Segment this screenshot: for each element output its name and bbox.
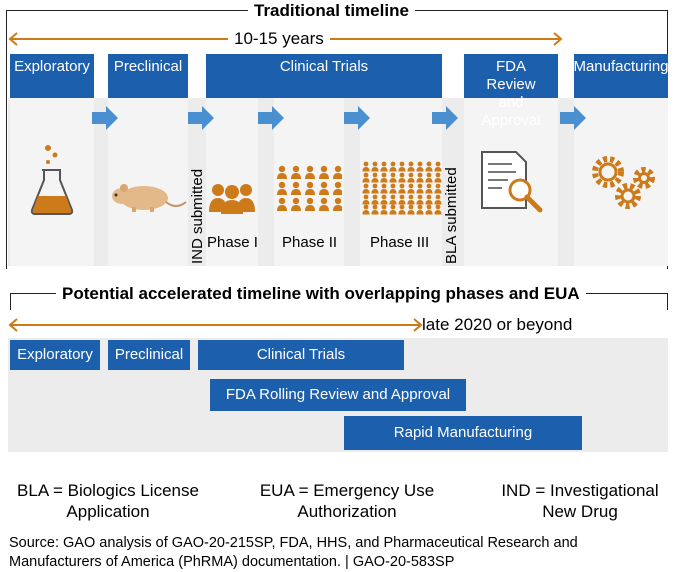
arrow-1: [92, 106, 118, 130]
arrows: [92, 106, 586, 130]
ind-submitted-label: IND submitted: [189, 168, 206, 264]
accelerated-arrow: [8, 318, 423, 332]
legend-eua: EUA = Emergency Use Authorization: [259, 481, 435, 521]
bar-exploratory: Exploratory: [10, 340, 100, 370]
flask-icon: [30, 145, 74, 215]
phase-1-label: Phase I: [207, 234, 258, 251]
medium-group-icon: [277, 165, 342, 211]
mouse-icon: [112, 184, 187, 212]
bar-rapid-manufacturing: Rapid Manufacturing: [344, 416, 582, 450]
stage-preclinical: Preclinical: [108, 54, 188, 98]
phase-3-label: Phase III: [370, 234, 430, 251]
small-group-icon: [209, 184, 255, 214]
gears-icon: [592, 156, 655, 209]
bar-rolling-review: FDA Rolling Review and Approval: [210, 379, 466, 411]
accelerated-title: Potential accelerated timeline with over…: [56, 284, 586, 304]
arrow-4: [344, 106, 370, 130]
arrow-5: [432, 106, 458, 130]
bar-preclinical: Preclinical: [108, 340, 190, 370]
arrow-2: [188, 106, 214, 130]
stage-fda-review: FDA Review and Approval: [464, 54, 558, 129]
source-note: Source: GAO analysis of GAO-20-215SP, FD…: [9, 535, 578, 570]
stage-exploratory: Exploratory: [10, 54, 94, 98]
stage-manufacturing: Manufacturing: [573, 54, 669, 98]
arrow-3: [258, 106, 284, 130]
large-group-icon: [362, 161, 442, 215]
document-magnifier-icon: [481, 151, 543, 213]
arrow-6: [560, 106, 586, 130]
accelerated-end-label: late 2020 or beyond: [422, 315, 573, 334]
traditional-title: Traditional timeline: [248, 1, 415, 21]
traditional-duration-label: 10-15 years: [228, 29, 330, 49]
bar-clinical-trials: Clinical Trials: [198, 340, 404, 370]
stage-clinical-trials: Clinical Trials: [206, 54, 442, 98]
bla-submitted-label: BLA submitted: [443, 167, 460, 264]
phase-2-label: Phase II: [282, 234, 338, 251]
legend-bla: BLA = Biologics License Application: [17, 481, 199, 521]
legend-ind: IND = Investigational New Drug: [501, 481, 659, 521]
